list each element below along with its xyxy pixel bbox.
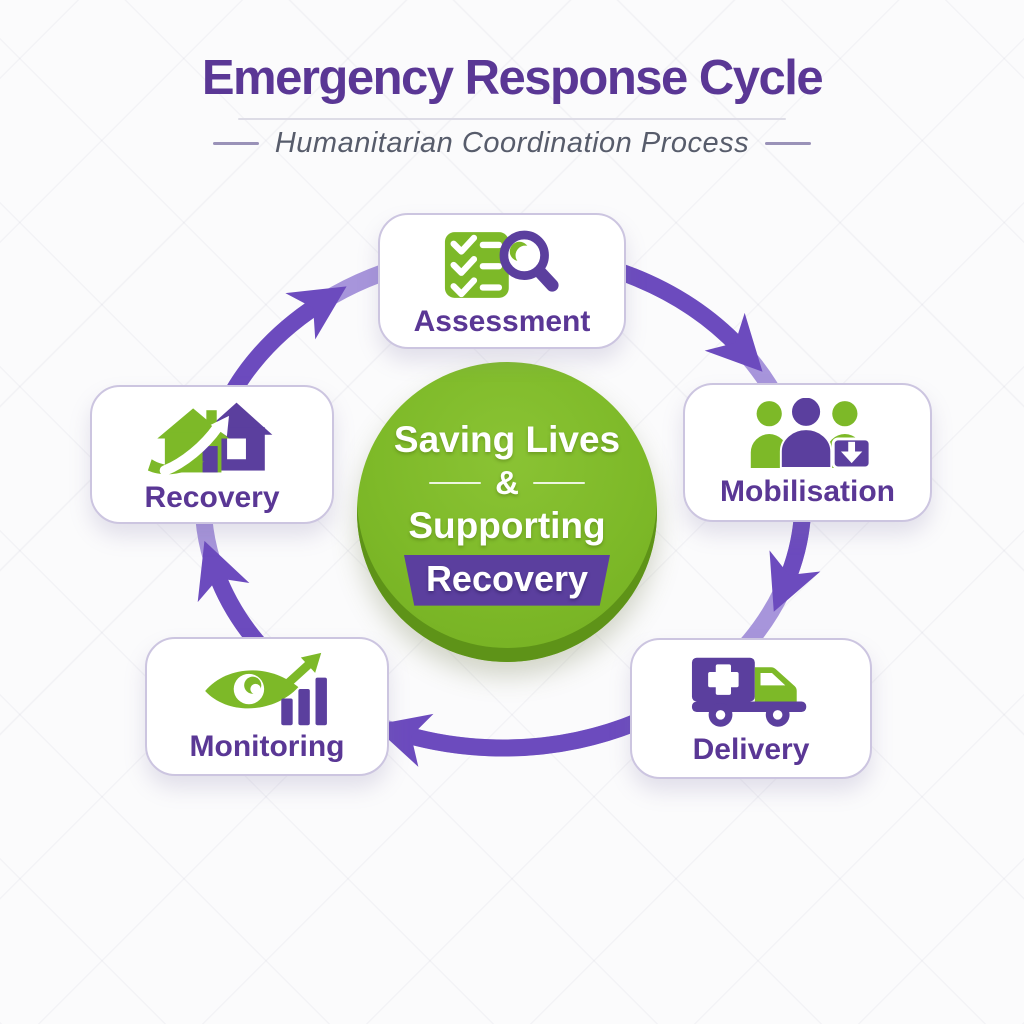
stage-card-delivery: Delivery (630, 638, 872, 779)
ampersand-right-rule (532, 481, 585, 485)
stage-label-recovery: Recovery (144, 480, 280, 514)
center-recovery-badge: Recovery (403, 554, 611, 606)
stage-card-recovery: Recovery (90, 385, 334, 524)
center-text-line2: Supporting (408, 505, 606, 546)
stage-card-monitoring: Monitoring (145, 637, 389, 776)
stage-label-assessment: Assessment (413, 304, 591, 338)
header: Emergency Response Cycle Humanitarian Co… (0, 0, 1024, 160)
stage-label-monitoring: Monitoring (189, 730, 345, 763)
subtitle-rule (238, 118, 786, 120)
subtitle-left-dash (212, 142, 259, 145)
eye-bar-chart-icon (205, 652, 327, 726)
subtitle: Humanitarian Coordination Process (274, 127, 750, 159)
stage-label-delivery: Delivery (692, 733, 810, 766)
magnifier-handle (533, 264, 559, 292)
stage-card-assessment: Assessment (378, 213, 626, 349)
stage-card-mobilisation: Mobilisation (683, 383, 932, 522)
page-title: Emergency Response Cycle (201, 51, 824, 105)
people-supplies-icon (750, 398, 872, 470)
stage-label-mobilisation: Mobilisation (720, 475, 895, 508)
subtitle-right-dash (765, 142, 812, 145)
checklist-magnifier-icon (444, 230, 559, 298)
aid-truck-icon (691, 657, 807, 727)
center-ampersand: & (495, 464, 519, 501)
houses-growth-arrow-icon (147, 402, 273, 476)
subtitle-row: Humanitarian Coordination Process (0, 127, 1024, 160)
center-circle: Saving Lives & Supporting Recovery (357, 362, 657, 662)
center-ampersand-row: & (429, 464, 585, 502)
ampersand-left-rule (429, 481, 482, 485)
center-text-line1: Saving Lives (393, 419, 621, 461)
